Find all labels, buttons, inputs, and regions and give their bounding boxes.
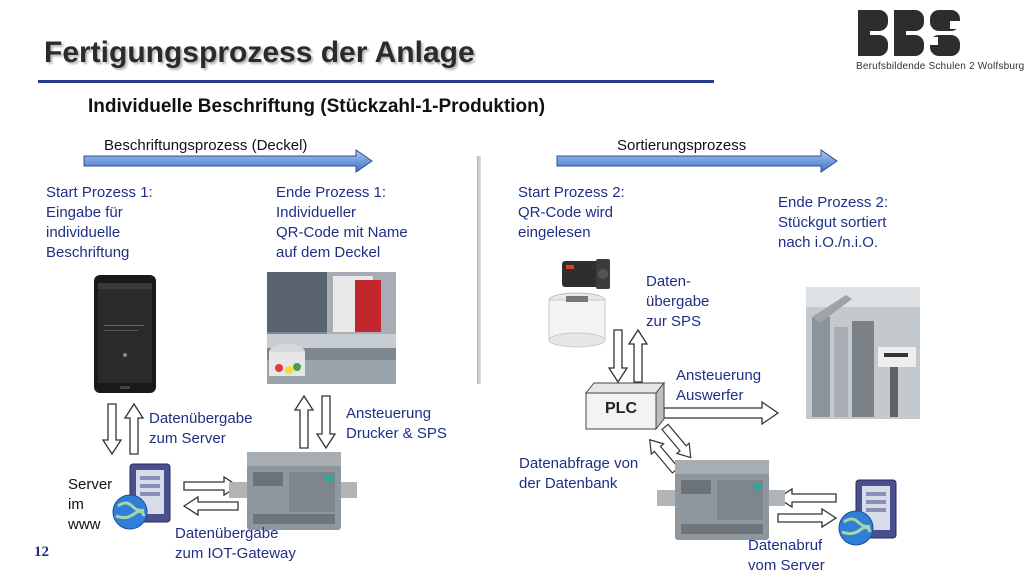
server-globe-icon-left xyxy=(112,463,171,530)
sorting-station-image xyxy=(806,287,920,419)
label-data-to-iot: Datenübergabe zum IOT-Gateway xyxy=(175,525,296,562)
process-label-left: Beschriftungsprozess (Deckel) xyxy=(104,137,308,154)
iot-gateway-left-image xyxy=(229,452,357,530)
start-process-1-text: Start Prozess 1: Eingabe für individuell… xyxy=(46,184,153,261)
page-number: 12 xyxy=(34,544,49,560)
end-process-2-text: Ende Prozess 2: Stückgut sortiert nach i… xyxy=(778,194,889,251)
double-arrow-gateway-server-right xyxy=(776,487,838,529)
plc-box xyxy=(584,381,666,431)
section-divider xyxy=(477,156,481,384)
title-underline xyxy=(38,80,714,83)
smartphone-image xyxy=(94,275,156,393)
slide-subtitle: Individuelle Beschriftung (Stückzahl-1-P… xyxy=(88,96,546,117)
label-data-to-server: Datenübergabe zum Server xyxy=(149,410,253,447)
double-arrow-printer-gateway xyxy=(293,394,337,450)
double-arrow-plc-gateway xyxy=(649,423,692,474)
printer-station-image xyxy=(267,272,396,384)
process-label-right: Sortierungsprozess xyxy=(617,137,747,154)
lid-jar-image xyxy=(548,292,606,348)
double-arrow-scanner-plc xyxy=(607,328,649,384)
start-process-2-text: Start Prozess 2: QR-Code wird eingelesen xyxy=(518,184,625,241)
bbs-logo-icon xyxy=(858,10,962,56)
slide-title: Fertigungsprozess der Anlage xyxy=(44,36,475,69)
label-control-printer: Ansteuerung Drucker & SPS xyxy=(346,405,447,442)
arrow-plc-to-ejector xyxy=(663,400,780,426)
end-process-1-text: Ende Prozess 1: Individueller QR-Code mi… xyxy=(276,184,408,261)
label-server-fetch: Datenabruf vom Server xyxy=(748,537,825,574)
label-control-ejector: Ansteuerung Auswerfer xyxy=(676,367,762,404)
double-arrow-server-gateway xyxy=(182,475,240,517)
iot-gateway-right-image xyxy=(657,460,785,540)
server-globe-icon-right xyxy=(838,479,897,546)
label-data-to-sps: Daten- übergabe zur SPS xyxy=(646,273,710,330)
label-db-query: Datenabfrage von der Datenbank xyxy=(519,455,639,492)
label-server-www: Server im www xyxy=(68,476,113,533)
plc-label: PLC xyxy=(605,400,637,417)
process-arrow-left xyxy=(83,149,373,173)
process-arrow-right xyxy=(556,149,838,173)
qr-scanner-image xyxy=(562,259,610,289)
logo-caption: Berufsbildende Schulen 2 Wolfsburg xyxy=(856,61,1024,72)
double-arrow-phone-server xyxy=(101,402,145,456)
